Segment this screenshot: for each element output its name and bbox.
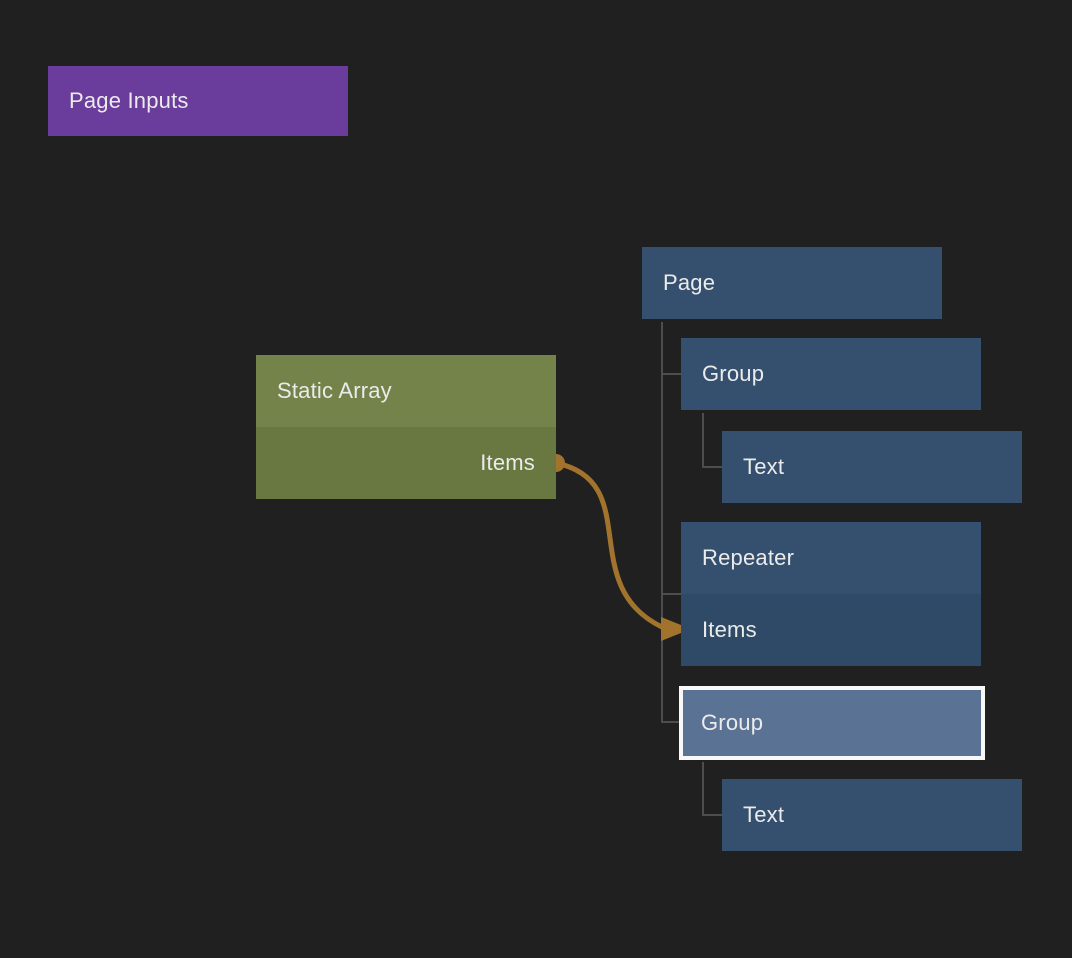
node-group-2-title: Group (701, 710, 764, 735)
node-repeater-title: Repeater (681, 522, 981, 594)
node-static-array[interactable]: Static Array Items (256, 355, 556, 499)
node-page[interactable]: Page (642, 247, 942, 319)
connection-curve[interactable] (553, 460, 665, 630)
port-items-input[interactable]: Items (681, 594, 981, 666)
node-group-1-title: Group (702, 361, 765, 386)
tree-connector-text-2 (702, 762, 722, 816)
node-text-2-title: Text (743, 802, 785, 827)
tree-connector-trunk (661, 322, 679, 723)
node-repeater[interactable]: Repeater Items (681, 522, 981, 666)
node-page-inputs-title: Page Inputs (69, 88, 189, 113)
node-text-2[interactable]: Text (722, 779, 1022, 851)
node-text-1[interactable]: Text (722, 431, 1022, 503)
node-group-2-selected[interactable]: Group (679, 686, 985, 760)
port-items-output[interactable]: Items (256, 427, 556, 499)
node-static-array-title: Static Array (256, 355, 556, 427)
node-page-title: Page (663, 270, 716, 295)
port-items-output-label: Items (480, 450, 535, 475)
node-page-inputs[interactable]: Page Inputs (48, 66, 348, 136)
port-items-input-label: Items (702, 617, 757, 642)
node-text-1-title: Text (743, 454, 785, 479)
node-group-1[interactable]: Group (681, 338, 981, 410)
tree-connector-text-1 (702, 413, 722, 468)
